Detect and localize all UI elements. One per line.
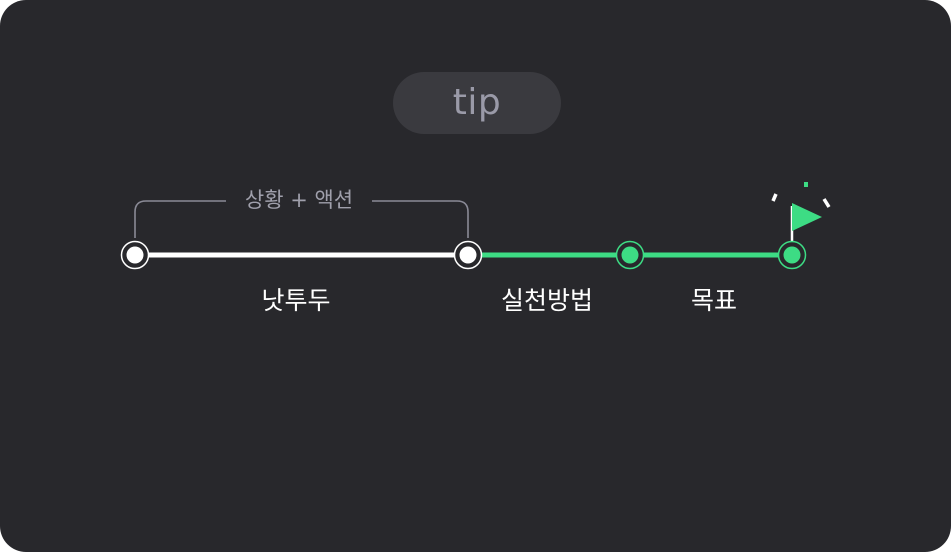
tip-badge: tip (393, 72, 561, 134)
sparkle-icon (771, 182, 831, 208)
stage-label-goal: 목표 (690, 286, 737, 315)
bracket-label: 상황 + 액션 (230, 184, 368, 216)
timeline-node-start (120, 240, 150, 270)
flag-icon (792, 203, 822, 231)
stage-label-nottodo: 낫투두 (261, 286, 331, 315)
bracket-line (134, 200, 469, 238)
timeline-node-goal (777, 240, 807, 270)
timeline-node-practice (615, 240, 645, 270)
timeline-node-nottodo-end (453, 240, 483, 270)
stage-label-practice: 실천방법 (500, 286, 593, 315)
